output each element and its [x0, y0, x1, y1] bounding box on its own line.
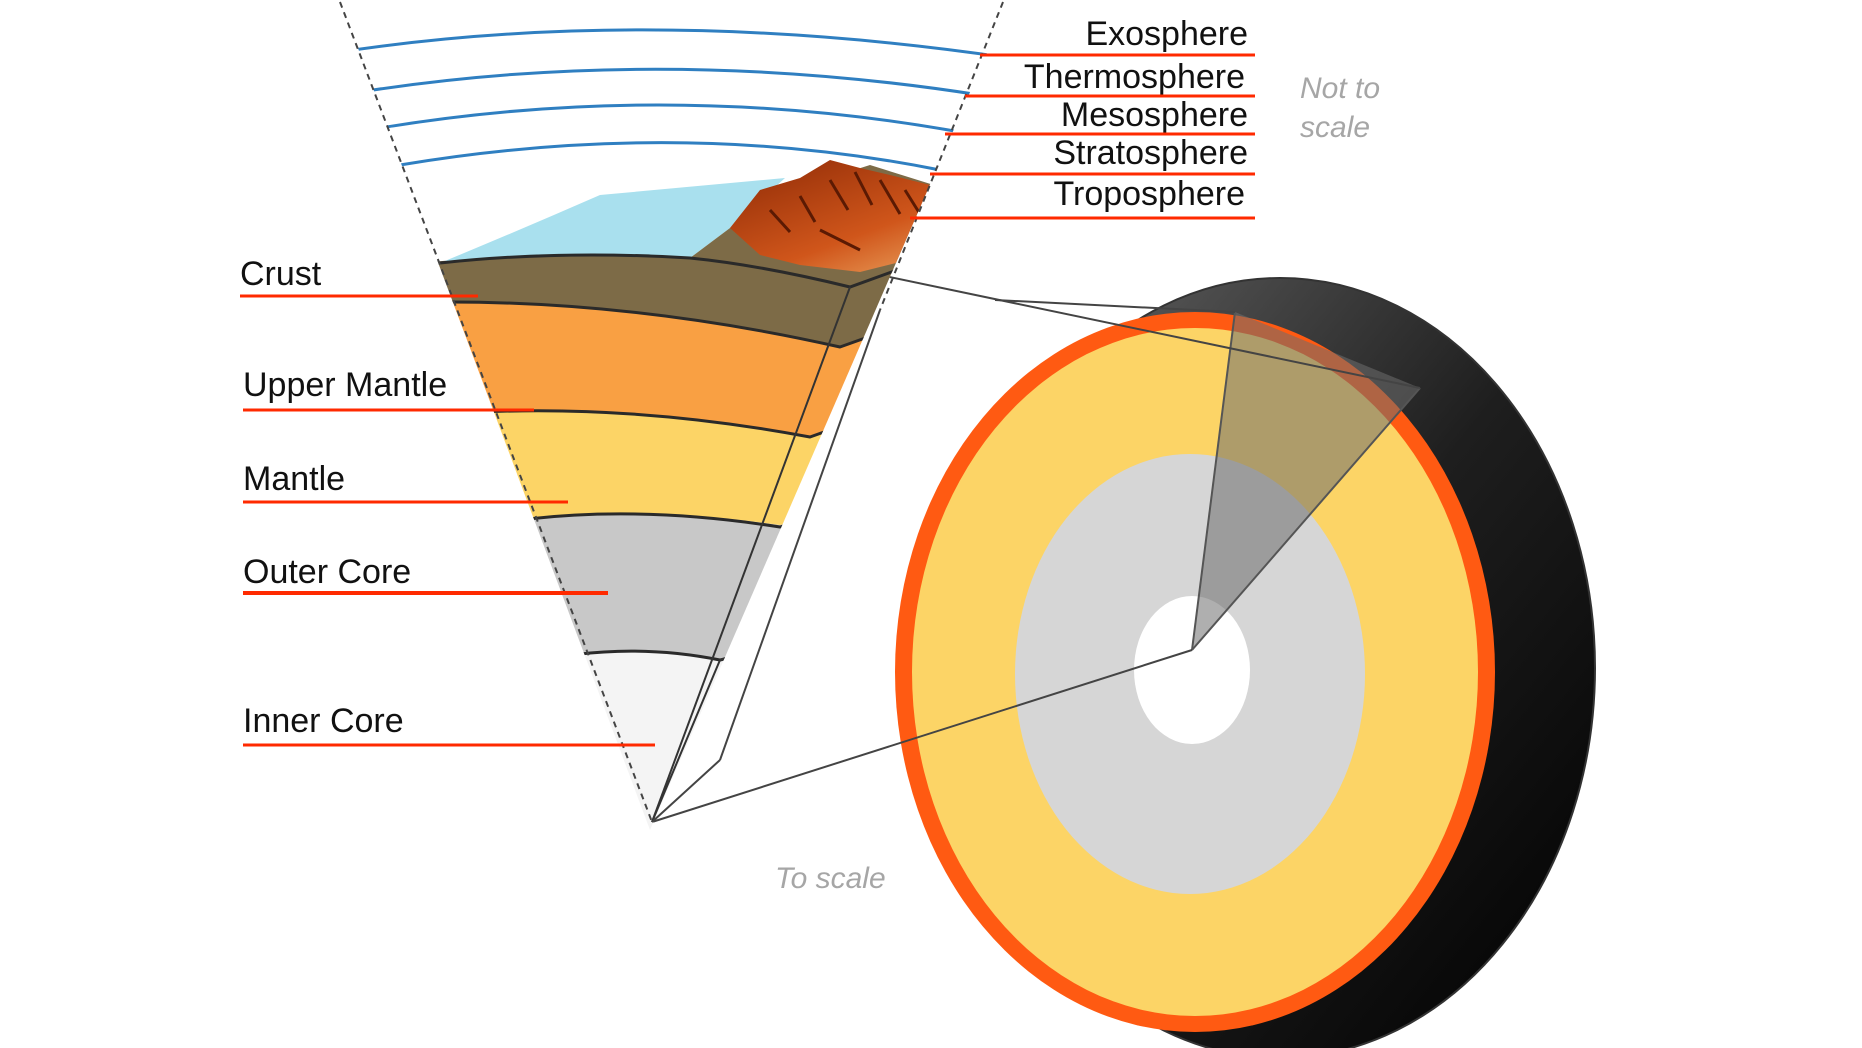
layer-inner-core — [520, 600, 880, 830]
label-stratosphere: Stratosphere — [1053, 134, 1248, 172]
label-upper-mantle: Upper Mantle — [243, 366, 447, 404]
mountain-range — [730, 160, 1010, 272]
earth-sphere — [895, 277, 1596, 1048]
label-mesosphere: Mesosphere — [1061, 96, 1248, 134]
label-troposphere: Troposphere — [1053, 175, 1245, 213]
note-to-scale: To scale — [775, 862, 886, 895]
scale-notes: Not to scale To scale — [775, 72, 1380, 895]
label-inner-core: Inner Core — [243, 702, 404, 740]
label-outer-core: Outer Core — [243, 553, 411, 591]
atmosphere-labels: Exosphere Thermosphere Mesosphere Strato… — [910, 15, 1255, 220]
note-not-to-scale-line2: scale — [1300, 111, 1370, 144]
label-crust: Crust — [240, 255, 322, 293]
projection-lines — [651, 274, 1421, 823]
cone-outline — [339, 1, 1004, 823]
label-thermosphere: Thermosphere — [1024, 58, 1245, 96]
label-mantle: Mantle — [243, 460, 345, 498]
sphere-inner-core — [1134, 596, 1250, 744]
ocean-surface — [440, 178, 785, 263]
label-exosphere: Exosphere — [1085, 15, 1248, 53]
note-not-to-scale-line1: Not to — [1300, 72, 1380, 105]
atmosphere-bands — [340, 28, 1010, 172]
layer-labels: Crust Upper Mantle Mantle Outer Core Inn… — [240, 255, 655, 747]
sphere-wedge-cutout — [1192, 312, 1420, 650]
